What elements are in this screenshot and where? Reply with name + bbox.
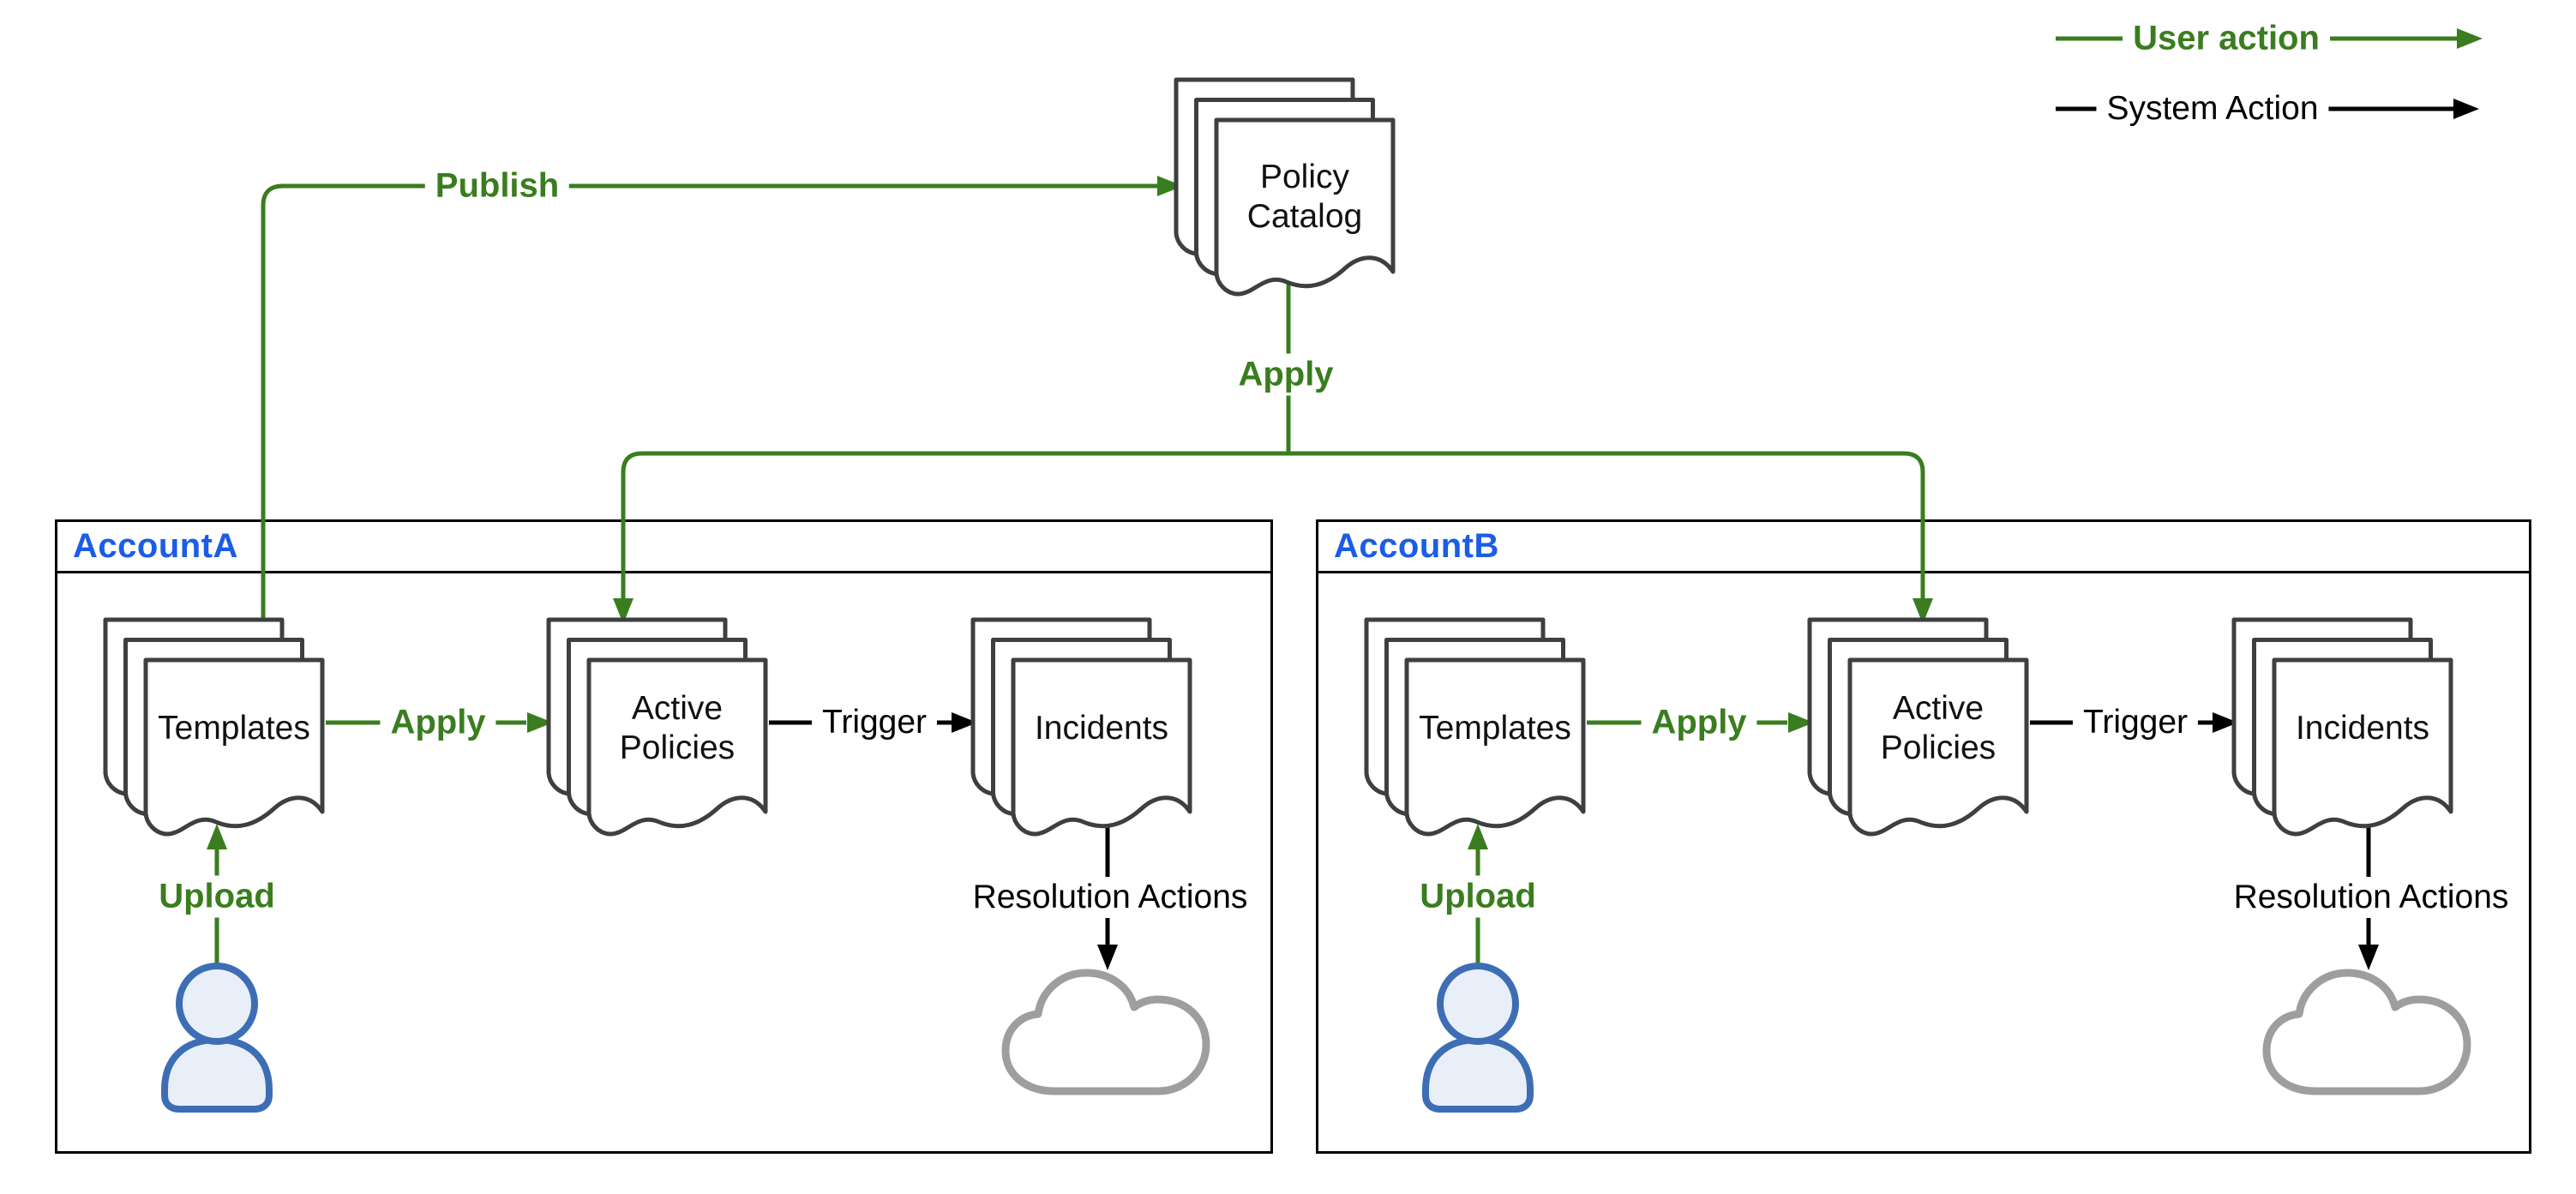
active-policies-label-a: Active Policies	[619, 689, 736, 766]
catalog-apply-arrowhead-b	[1912, 598, 1933, 624]
trigger-label-a: Trigger	[811, 702, 938, 743]
catalog-apply-label: Apply	[1228, 353, 1344, 396]
legend-user-action-arrowhead	[2457, 28, 2483, 49]
catalog-apply-arrowhead-a	[613, 598, 633, 624]
upload-arrowhead-a	[207, 824, 227, 849]
account-a-title-bar: AccountA	[57, 522, 1270, 573]
account-a-title: AccountA	[73, 527, 238, 565]
apply-label-a: Apply	[380, 701, 496, 744]
resolution-actions-label-a: Resolution Actions	[962, 877, 1258, 918]
catalog-apply-branch-line	[621, 451, 1925, 600]
trigger-arrowhead-b	[2213, 712, 2238, 733]
templates-label-a: Templates	[158, 709, 310, 747]
publish-arrow-line	[261, 183, 1159, 626]
user-person-icon-a	[161, 963, 273, 1113]
resolution-arrowhead-a	[1097, 945, 1118, 970]
publish-arrowhead	[1157, 176, 1183, 196]
legend-system-action-arrowhead	[2453, 99, 2479, 119]
user-person-icon-b	[1422, 963, 1534, 1113]
cloud-icon-b	[2262, 969, 2471, 1095]
policy-catalog-label: Policy Catalog	[1246, 158, 1363, 235]
trigger-label-b: Trigger	[2072, 702, 2199, 743]
templates-label-b: Templates	[1419, 709, 1571, 747]
resolution-arrowhead-b	[2358, 945, 2379, 970]
upload-label-a: Upload	[148, 875, 285, 918]
trigger-arrowhead-a	[952, 712, 977, 733]
account-b-title: AccountB	[1334, 527, 1499, 565]
apply-arrowhead-a	[527, 712, 553, 733]
legend-user-action-label: User action	[2123, 17, 2330, 60]
apply-arrowhead-b	[1788, 712, 1814, 733]
publish-label: Publish	[424, 165, 570, 207]
upload-arrowhead-b	[1468, 824, 1488, 849]
apply-label-b: Apply	[1641, 701, 1757, 744]
incidents-label-a: Incidents	[1034, 709, 1169, 747]
active-policies-label-b: Active Policies	[1880, 689, 1997, 766]
legend-system-action-label: System Action	[2096, 88, 2329, 129]
resolution-actions-label-b: Resolution Actions	[2223, 877, 2519, 918]
incidents-label-b: Incidents	[2295, 709, 2430, 747]
account-a-box: AccountA	[55, 519, 1273, 1154]
upload-label-b: Upload	[1409, 875, 1546, 918]
cloud-icon-a	[1001, 969, 1210, 1095]
